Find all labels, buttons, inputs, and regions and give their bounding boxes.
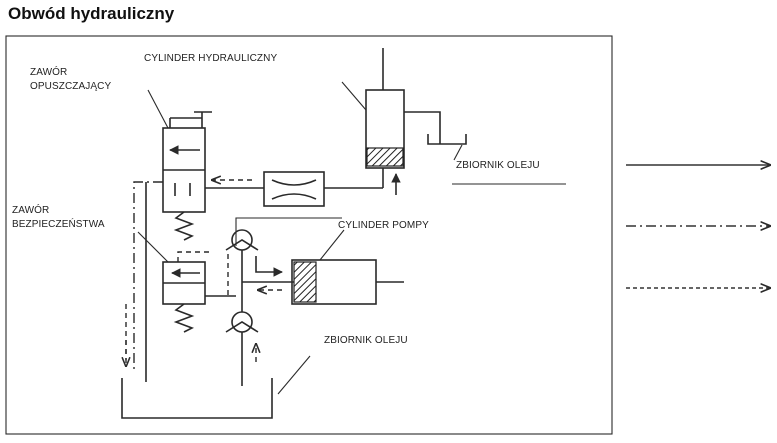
pump-cylinder bbox=[242, 259, 404, 305]
lowering-valve bbox=[162, 111, 212, 241]
label-lowering-valve-1: ZAWÓR bbox=[30, 65, 67, 78]
flow-throttle bbox=[263, 171, 325, 207]
label-pump-cylinder: CYLINDER POMPY bbox=[338, 220, 429, 231]
legend bbox=[626, 165, 770, 288]
label-hydraulic-cylinder: CYLINDER HYDRAULICZNY bbox=[144, 53, 277, 64]
hydraulic-cylinder bbox=[365, 48, 405, 169]
label-lowering-valve-2: OPUSZCZAJĄCY bbox=[30, 81, 111, 92]
page-title: Obwód hydrauliczny bbox=[8, 4, 175, 23]
label-safety-valve-2: BEZPIECZEŃSTWA bbox=[12, 217, 105, 230]
check-valve-lower bbox=[225, 311, 259, 333]
oil-tank-top bbox=[404, 111, 566, 185]
safety-valve-leader bbox=[137, 231, 169, 263]
lowering-valve-leader bbox=[147, 89, 169, 129]
label-oil-tank-top: ZBIORNIK OLEJU bbox=[456, 160, 540, 171]
oil-tank-bottom bbox=[121, 355, 311, 419]
pump-cylinder-leader bbox=[319, 229, 345, 261]
label-safety-valve-1: ZAWÓR bbox=[12, 203, 49, 216]
safety-valve bbox=[162, 251, 212, 333]
hydraulic-cylinder-leader bbox=[341, 81, 367, 111]
label-oil-tank-bottom: ZBIORNIK OLEJU bbox=[324, 335, 408, 346]
check-valve-upper bbox=[225, 229, 259, 251]
diagram-frame bbox=[5, 35, 613, 435]
